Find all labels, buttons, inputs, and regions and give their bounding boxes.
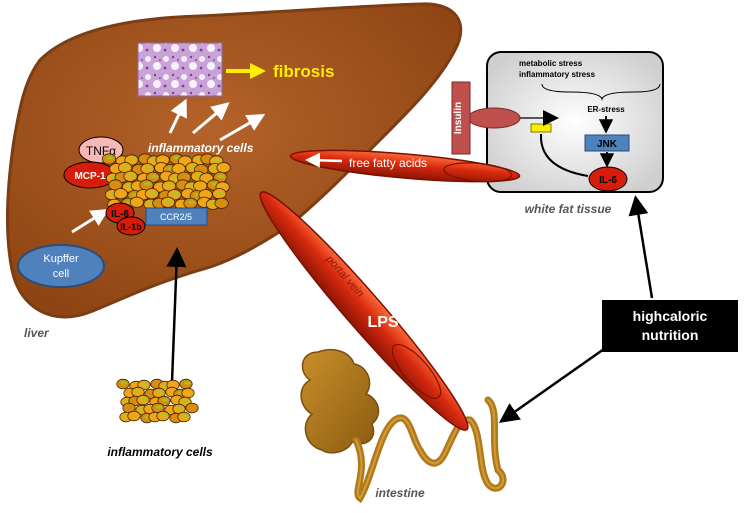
highcaloric-nutrition-box [602,300,738,352]
fibrosis-label: fibrosis [273,62,334,81]
inflammatory-cell-nucleus [182,399,190,403]
ccr-box [145,207,208,226]
kupffer-label-line2: cell [53,268,70,280]
kupffer-cell [17,244,105,288]
ccr-label: CCR2/5 [160,212,192,222]
il1b-label: IL-1b [120,222,142,232]
free-fatty-acids-label: free fatty acids [349,156,427,170]
intestine [300,348,507,504]
insulin-receptor [467,107,521,129]
jnk-label: JNK [597,139,618,150]
inflammatory-cell [113,188,128,200]
il6-liver-label: IL-6 [111,209,129,220]
inflammatory-cell-nucleus [181,414,189,418]
inflammatory-cell-nucleus [166,183,174,187]
inflammatory-cell-nucleus [127,173,136,178]
inflammatory-cell-nucleus [144,165,153,170]
inflammatory-cell-nucleus [106,156,114,160]
inflammatory-cell-nucleus [187,200,196,205]
portal-vein: portal vein [259,191,469,431]
metabolic-stress-label: metabolic stress [519,59,583,68]
inflammatory-cell-nucleus [160,413,168,417]
nutrition-to-fat-arrow [628,195,654,299]
inflammatory-cell-nucleus [155,405,163,409]
nutrition-to-intestine-arrow [498,347,605,423]
il1b-ellipse [116,216,146,236]
inflammatory-cell-nucleus [143,182,152,186]
inflammatory-cell-nucleus [141,382,149,386]
inflammatory-cell-nucleus [150,174,158,179]
inflammatory-cell-nucleus [140,397,148,401]
inflammatory-cell-nucleus [213,158,221,162]
free-fatty-acids-vessel [289,149,521,183]
inflammatory-cell-nucleus [165,199,173,204]
liver-shape [6,2,463,319]
white-fat-tissue-label: white fat tissue [525,202,612,216]
highcaloric-label-line1: highcaloric [633,308,708,324]
il6-inhibition-curve [539,133,589,177]
inflammatory-cell-cluster-liver [101,153,231,210]
inflammatory-cell [181,387,195,399]
inflammatory-cell-nucleus [156,390,164,394]
inflammatory-stress-label: inflammatory stress [519,70,596,79]
inflammatory-cell-nucleus [149,190,157,195]
fibrosis-histology-image [137,42,223,97]
inflammatory-cell-nucleus [216,190,224,195]
liver-label: liver [24,326,50,340]
inflammatory-cell-nucleus [171,191,180,196]
inflammatory-cells-bottom-label: inflammatory cells [107,445,213,459]
inflammatory-cell-cluster-bottom [116,378,199,424]
inflammatory-cell [214,197,229,209]
kupffer-label-line1: Kupffer [43,253,79,265]
insulin-receptor-block [530,123,552,133]
highcaloric-label-line2: nutrition [642,327,699,343]
inflammatory-cells-liver-label: inflammatory cells [148,141,254,155]
inflammatory-cell-nucleus [135,389,143,393]
inflammatory-cell [216,162,231,174]
inflammatory-cell-nucleus [161,398,169,402]
lps-label: LPS [367,314,398,331]
recruitment-arrow [166,247,187,383]
inflammatory-cell [185,402,199,414]
inflammatory-cell-nucleus [217,174,225,179]
il6-fat-ellipse [588,166,628,192]
il6-fat-label: IL-6 [599,175,617,186]
inflammatory-cell [129,196,144,208]
inflammatory-cell-nucleus [128,157,137,161]
insulin-label: Insulin [453,102,464,134]
inflammatory-cell [127,410,141,422]
er-stress-label: ER-stress [587,105,625,114]
stress-brace [541,83,661,101]
inflammatory-cell-nucleus [183,381,191,385]
inflammatory-cell-nucleus [122,164,130,169]
inflammatory-cell-nucleus [176,406,184,410]
ffa-arrow [305,152,343,168]
inflammatory-cell-nucleus [120,381,128,385]
fibrosis-arrowhead [250,63,266,79]
white-arrows-liver [71,98,266,234]
jnk-box [584,134,630,152]
mcp1-label: MCP-1 [74,171,106,182]
insulin-box [451,81,471,155]
intestine-label: intestine [375,486,425,500]
